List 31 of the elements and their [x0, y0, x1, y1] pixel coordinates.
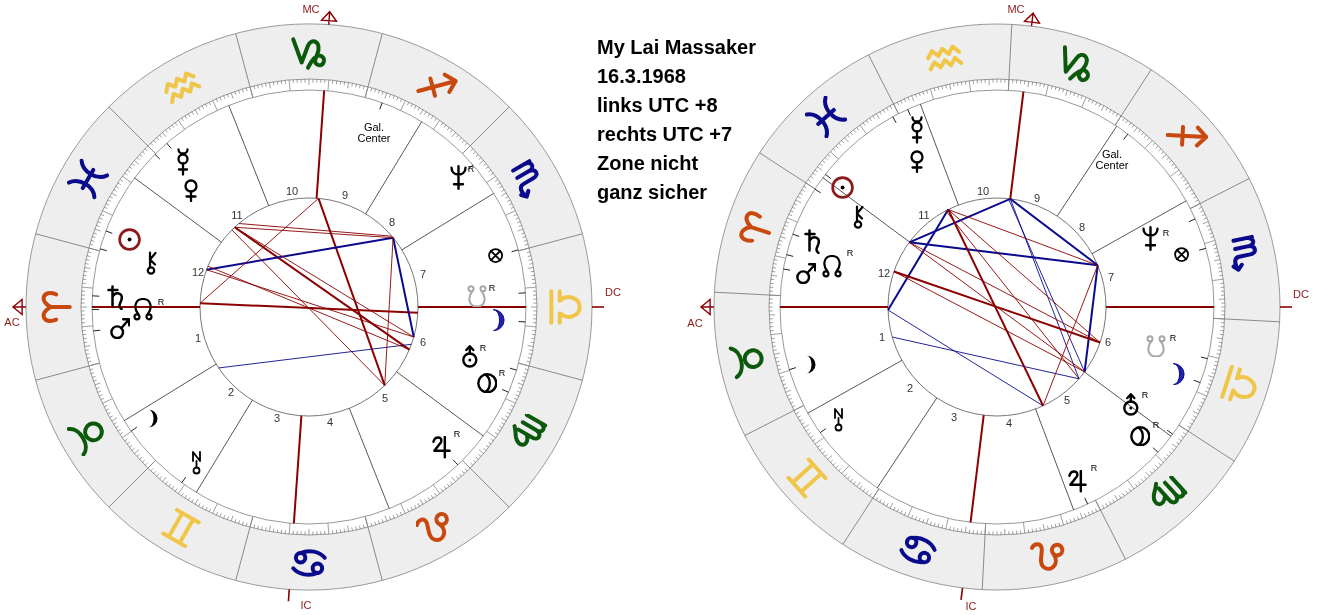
house-number: 9: [341, 189, 349, 201]
house-number: 1: [194, 332, 202, 344]
note: rechts UTC +7: [597, 121, 733, 147]
house-number: 2: [227, 386, 235, 398]
angle-label: DC: [1293, 288, 1309, 300]
house-number: 5: [381, 392, 389, 404]
house-number: 11: [231, 209, 243, 221]
note: Zone nicht ganz sicher: [597, 150, 709, 205]
note: 16.3.1968: [597, 63, 686, 89]
angle-label: MC: [1007, 3, 1025, 15]
house-number: 4: [326, 416, 334, 428]
retrograde-mark: R: [467, 164, 475, 174]
house-number: 8: [388, 216, 396, 228]
angle-label: AC: [4, 316, 20, 328]
retrograde-mark: R: [479, 343, 487, 353]
retrograde-mark: R: [498, 368, 506, 378]
angle-label: IC: [300, 599, 312, 611]
house-number: 10: [285, 185, 299, 197]
angle-label: AC: [687, 317, 703, 329]
retrograde-mark: R: [157, 297, 165, 307]
house-number: 6: [419, 336, 427, 348]
house-number: 12: [191, 266, 205, 278]
angle-label: DC: [605, 286, 621, 298]
angle-label: IC: [965, 600, 977, 612]
point-label: Gal. Center: [356, 122, 392, 144]
retrograde-mark: R: [488, 283, 496, 293]
retrograde-mark: R: [453, 429, 461, 439]
house-number: 7: [419, 268, 427, 280]
note: links UTC +8: [597, 92, 718, 118]
angle-label: MC: [302, 3, 320, 15]
house-number: 3: [273, 412, 281, 424]
